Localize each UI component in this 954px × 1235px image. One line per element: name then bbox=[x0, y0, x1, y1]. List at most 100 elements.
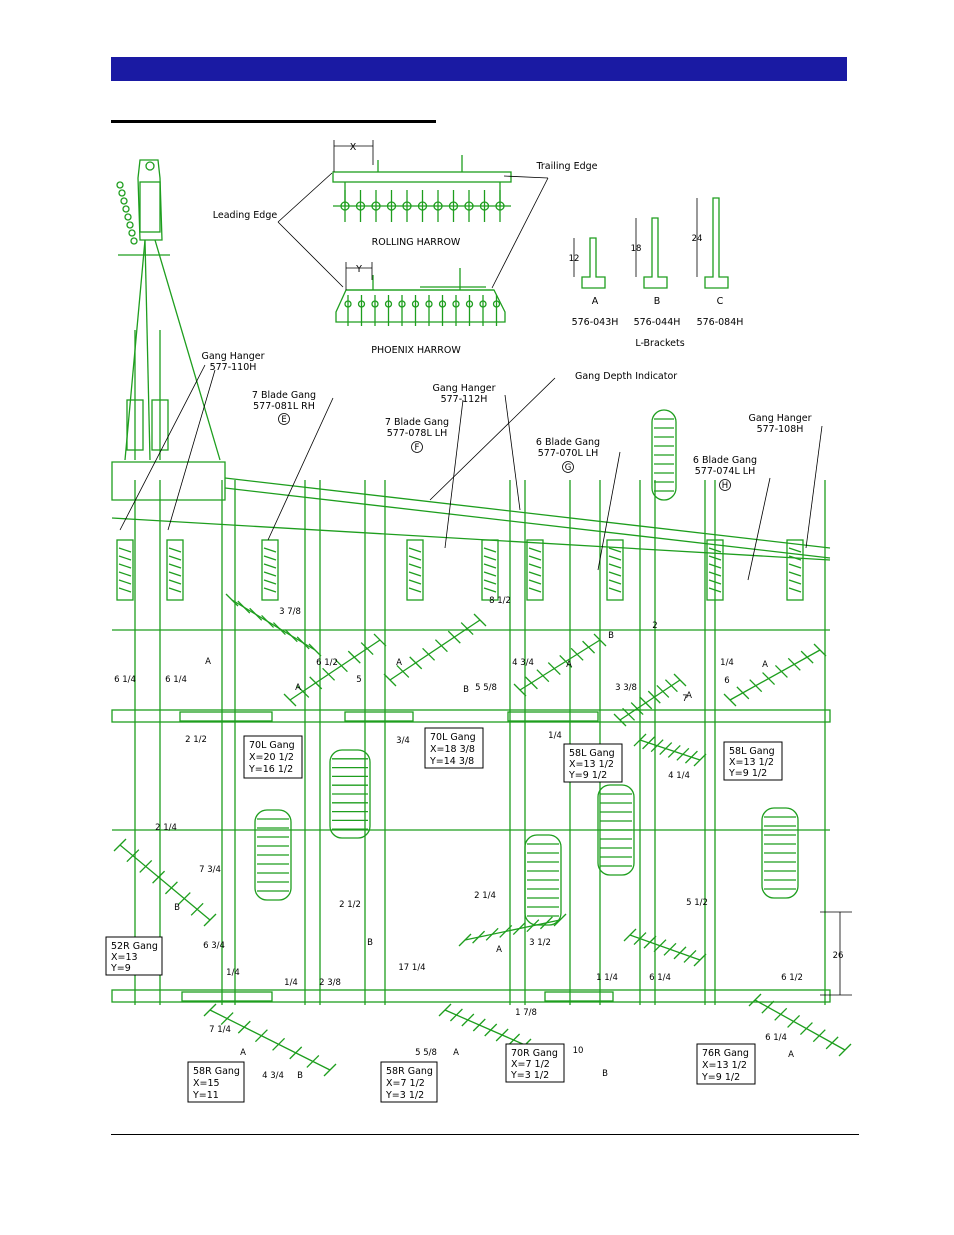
callout-leaders bbox=[119, 364, 823, 581]
svg-text:X=13: X=13 bbox=[111, 952, 138, 963]
svg-text:Y=16 1/2: Y=16 1/2 bbox=[248, 764, 293, 775]
gang-hanger-110-part: 577-110H bbox=[210, 362, 257, 373]
dim-b-3: B bbox=[174, 903, 180, 913]
bracket-a bbox=[573, 237, 606, 289]
l-brackets-title: L-Brackets bbox=[635, 338, 684, 349]
gang-hanger-112-name: Gang Hanger bbox=[432, 383, 495, 394]
dim-34: 7 1/4 bbox=[209, 1025, 231, 1035]
gang-box-58l-b: 58L Gang X=13 1/2 Y=9 1/2 bbox=[723, 741, 783, 781]
svg-text:58R Gang: 58R Gang bbox=[386, 1066, 433, 1077]
gang-box-76r: 76R Gang X=13 1/2 Y=9 1/2 bbox=[696, 1043, 756, 1085]
dim-a-6: A bbox=[762, 660, 768, 670]
dim-8: 8 1/2 bbox=[489, 596, 511, 606]
bracket-a-letter: A bbox=[592, 296, 599, 307]
trailing-edge-label: Trailing Edge bbox=[535, 161, 597, 172]
dim-23: 2 3/8 bbox=[319, 978, 341, 988]
bracket-c-dim: 24 bbox=[692, 234, 703, 244]
blade6-070-part: 577-070L LH bbox=[538, 448, 598, 459]
gang-box-52r: 52R Gang X=13 Y=9 bbox=[105, 936, 163, 976]
dim-38: 6 1/4 bbox=[765, 1033, 787, 1043]
gang-box-58l-a: 58L Gang X=13 1/2 Y=9 1/2 bbox=[563, 743, 623, 783]
dim-16: 6 bbox=[724, 676, 729, 686]
svg-text:58L Gang: 58L Gang bbox=[729, 746, 775, 757]
bracket-b-letter: B bbox=[654, 296, 661, 307]
x-dimension-label: X bbox=[350, 142, 357, 153]
y-dimension-label: Y bbox=[355, 264, 362, 275]
dim-19: 7 3/4 bbox=[199, 865, 221, 875]
dim-6: 5 bbox=[356, 675, 361, 685]
blade7-lh-name: 7 Blade Gang bbox=[385, 417, 449, 428]
dim-26: 2 1/4 bbox=[474, 891, 496, 901]
dim-7: 3/4 bbox=[396, 736, 410, 746]
header-bar bbox=[111, 57, 847, 81]
machine-frame bbox=[111, 159, 852, 1077]
svg-text:Y=9 1/2: Y=9 1/2 bbox=[728, 768, 767, 779]
svg-text:X=13 1/2: X=13 1/2 bbox=[569, 759, 614, 770]
dim-4: 3 7/8 bbox=[279, 607, 301, 617]
gang-boxes: 70L Gang X=20 1/2 Y=16 1/2 70L Gang X=18… bbox=[105, 727, 783, 1103]
svg-text:X=13 1/2: X=13 1/2 bbox=[729, 757, 774, 768]
dim-36: 5 5/8 bbox=[415, 1048, 437, 1058]
callouts: Gang Hanger 577-110H 7 Blade Gang 577-08… bbox=[201, 351, 811, 491]
leading-edge-label: Leading Edge bbox=[213, 210, 278, 221]
gang-box-70r: 70R Gang X=7 1/2 Y=3 1/2 bbox=[505, 1043, 565, 1083]
dim-28: 1 7/8 bbox=[515, 1008, 537, 1018]
svg-text:70L Gang: 70L Gang bbox=[430, 732, 476, 743]
dim-11: 2 bbox=[652, 621, 657, 631]
bracket-a-dim: 12 bbox=[569, 254, 580, 264]
dim-14: 1/4 bbox=[548, 731, 562, 741]
harrow-detail: X Y Trailing Edge Leading Edge ROLLING H… bbox=[213, 140, 598, 356]
dim-a-5: A bbox=[686, 691, 692, 701]
svg-text:X=7 1/2: X=7 1/2 bbox=[511, 1059, 550, 1070]
bracket-b-part: 576-044H bbox=[634, 317, 681, 328]
dim-33: 26 bbox=[833, 951, 844, 961]
depth-indicator-label: Gang Depth Indicator bbox=[575, 371, 677, 382]
svg-text:58L Gang: 58L Gang bbox=[569, 748, 615, 759]
dim-1: 6 1/4 bbox=[114, 675, 136, 685]
blade6-070-letter: G bbox=[565, 463, 572, 473]
rolling-harrow-label: ROLLING HARROW bbox=[372, 237, 461, 248]
dim-a-8: A bbox=[240, 1048, 246, 1058]
phoenix-harrow-drawing bbox=[335, 268, 506, 326]
blade7-rh-name: 7 Blade Gang bbox=[252, 390, 316, 401]
dim-13: 7 bbox=[682, 694, 687, 704]
blade7-lh-letter: F bbox=[415, 443, 420, 453]
dim-a-4: A bbox=[566, 660, 572, 670]
dim-a-3: A bbox=[396, 658, 402, 668]
svg-text:76R Gang: 76R Gang bbox=[702, 1048, 749, 1059]
svg-text:X=7 1/2: X=7 1/2 bbox=[386, 1078, 425, 1089]
dim-22: 1/4 bbox=[284, 978, 298, 988]
svg-text:Y=9 1/2: Y=9 1/2 bbox=[568, 770, 607, 781]
dim-a-1: A bbox=[205, 657, 211, 667]
dim-18: 2 1/4 bbox=[155, 823, 177, 833]
gang-hanger-110-name: Gang Hanger bbox=[201, 351, 264, 362]
dim-b-6: B bbox=[602, 1069, 608, 1079]
dim-20: 6 3/4 bbox=[203, 941, 225, 951]
dim-b-2: B bbox=[608, 631, 614, 641]
gang-box-58r-a: 58R Gang X=15 Y=11 bbox=[187, 1061, 245, 1103]
blade6-074-part: 577-074L LH bbox=[695, 466, 755, 477]
bracket-b bbox=[635, 217, 668, 289]
blade7-rh-letter: E bbox=[281, 415, 286, 425]
dim-2: 6 1/4 bbox=[165, 675, 187, 685]
dim-31: 5 1/2 bbox=[686, 898, 708, 908]
dim-29: 1 1/4 bbox=[596, 973, 618, 983]
svg-text:Y=11: Y=11 bbox=[192, 1090, 219, 1101]
svg-text:X=13 1/2: X=13 1/2 bbox=[702, 1060, 747, 1071]
blade7-rh-part: 577-081L RH bbox=[253, 401, 315, 412]
dim-37: 10 bbox=[573, 1046, 584, 1056]
svg-text:52R Gang: 52R Gang bbox=[111, 941, 158, 952]
dim-a-2: A bbox=[295, 683, 301, 693]
svg-text:70L Gang: 70L Gang bbox=[249, 740, 295, 751]
gang-hanger-108-name: Gang Hanger bbox=[748, 413, 811, 424]
dim-30: 6 1/4 bbox=[649, 973, 671, 983]
svg-text:58R Gang: 58R Gang bbox=[193, 1066, 240, 1077]
bracket-b-dim: 18 bbox=[631, 244, 642, 254]
svg-text:Y=9: Y=9 bbox=[110, 963, 131, 974]
svg-text:X=15: X=15 bbox=[193, 1078, 220, 1089]
dim-b-1: B bbox=[463, 685, 469, 695]
blade6-074-letter: H bbox=[722, 481, 728, 491]
section-rule bbox=[111, 120, 436, 123]
svg-text:Y=3 1/2: Y=3 1/2 bbox=[385, 1090, 424, 1101]
svg-text:X=18 3/8: X=18 3/8 bbox=[430, 744, 475, 755]
